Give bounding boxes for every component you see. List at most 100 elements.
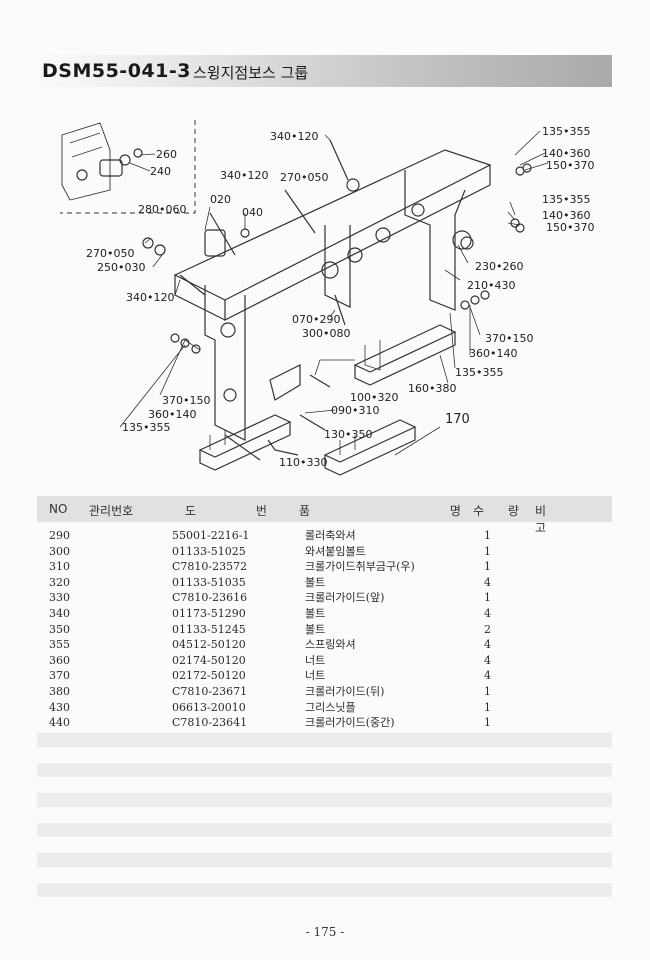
table-row: 310 C7810-23572 크롤가이드취부금구(우) 1	[37, 559, 612, 575]
part-no: 290	[49, 529, 70, 542]
callout-label: 110•330	[279, 456, 327, 469]
header-remarks: 비 고	[535, 504, 571, 535]
quantity: 4	[484, 638, 491, 652]
table-row: 380 C7810-23671 크롤러가이드(뒤) 1	[37, 684, 612, 700]
callout-label: 135•355	[542, 193, 590, 206]
callout-label: 160•380	[408, 382, 456, 395]
callout-label: 280•060	[138, 203, 186, 216]
callout-label: 270•050	[280, 171, 328, 184]
quantity: 4	[484, 575, 491, 589]
drawing-number: 01173-51290	[172, 606, 246, 620]
callout-label: 340•120	[126, 291, 174, 304]
drawing-number: C7810-23671	[172, 684, 248, 698]
drawing-number: C7810-23572	[172, 560, 248, 574]
callout-label: 040	[242, 206, 263, 219]
callout-label: 020	[210, 193, 231, 206]
callout-label: 130•350	[324, 428, 372, 441]
part-name: 롤러축와셔	[305, 529, 356, 542]
part-no: 430	[49, 700, 70, 714]
part-no: 440	[49, 716, 70, 730]
callout-label: 360•140	[469, 347, 517, 360]
callout-label: 135•355	[122, 421, 170, 434]
drawing-number: 01133-51025	[172, 544, 246, 558]
callout-label: 150•370	[546, 159, 594, 172]
quantity: 1	[484, 544, 491, 558]
drawing-number: C7810-23641	[172, 716, 248, 730]
drawing-number: 01133-51035	[172, 575, 246, 589]
header-management-no: 관리번호	[89, 504, 134, 518]
part-no: 380	[49, 684, 70, 698]
header-drawing-no: 도 번	[185, 504, 295, 518]
page-number: - 175 -	[305, 925, 345, 939]
blank-row-band	[37, 733, 612, 747]
quantity: 1	[484, 529, 491, 542]
quantity: 4	[484, 653, 491, 667]
inset-frame-line	[60, 120, 196, 214]
part-name: 크롤러가이드(앞)	[305, 591, 385, 605]
quantity: 1	[484, 684, 491, 698]
blank-row-band	[37, 823, 612, 837]
callout-label: 370•150	[162, 394, 210, 407]
callout-label: 270•050	[86, 247, 134, 260]
part-name: 볼트	[305, 575, 326, 589]
table-row: 340 01173-51290 볼트 4	[37, 606, 612, 622]
callout-label: 100•320	[350, 391, 398, 404]
part-name: 크롤러가이드(중간)	[305, 716, 395, 730]
callout-label: 070•290	[292, 313, 340, 326]
callout-label: 210•430	[467, 279, 515, 292]
parts-table-header: NO 관리번호 도 번 품 명 수 량 비 고	[37, 496, 612, 535]
callout-label: 150•370	[546, 221, 594, 234]
callout-label: 140•360	[542, 147, 590, 160]
callout-label: 250•030	[97, 261, 145, 274]
quantity: 1	[484, 560, 491, 574]
table-row: 300 01133-51025 와셔붙임볼트 1	[37, 544, 612, 560]
quantity: 2	[484, 622, 491, 636]
callout-label: 170	[445, 412, 470, 427]
title-bar	[37, 55, 612, 87]
callout-label: 340•120	[270, 130, 318, 143]
part-name: 와셔붙임볼트	[305, 544, 366, 558]
callout-label: 090•310	[331, 404, 379, 417]
blank-row-band	[37, 883, 612, 897]
part-no: 320	[49, 575, 70, 589]
drawing-number: 01133-51245	[172, 622, 246, 636]
callout-label: 370•150	[485, 332, 533, 345]
quantity: 4	[484, 669, 491, 683]
callout-label: 260	[156, 148, 177, 161]
table-row: 440 C7810-23641 크롤러가이드(중간) 1	[37, 715, 612, 731]
drawing-number: C7810-23616	[172, 591, 248, 605]
quantity: 1	[484, 591, 491, 605]
drawing-number: 06613-20010	[172, 700, 246, 714]
exploded-parts-diagram: 340•120 135•355 140•360 150•370 260 240 …	[60, 120, 594, 476]
part-no: 310	[49, 560, 70, 574]
part-name: 크롤가이드취부금구(우)	[305, 560, 415, 574]
part-no: 360	[49, 653, 70, 667]
blank-row-band	[37, 793, 612, 807]
header-no: NO	[49, 502, 68, 516]
header-part-name: 품 명	[299, 504, 529, 518]
part-no: 370	[49, 669, 70, 683]
callout-label: 240	[150, 165, 171, 178]
table-row: 360 02174-50120 너트 4	[37, 653, 612, 669]
callout-label: 140•360	[542, 209, 590, 222]
callout-label: 135•355	[455, 366, 503, 379]
callout-label: 135•355	[542, 125, 590, 138]
part-name: 크롤러가이드(뒤)	[305, 684, 385, 698]
drawing-number: 02174-50120	[172, 653, 246, 667]
part-name: 볼트	[305, 606, 326, 620]
part-name: 너트	[305, 653, 326, 667]
drawing-number: 02172-50120	[172, 669, 246, 683]
blank-row-band	[37, 853, 612, 867]
part-no: 300	[49, 544, 70, 558]
part-no: 340	[49, 606, 70, 620]
quantity: 1	[484, 716, 491, 730]
part-name: 스프링와셔	[305, 638, 356, 652]
quantity: 4	[484, 606, 491, 620]
part-no: 350	[49, 622, 70, 636]
